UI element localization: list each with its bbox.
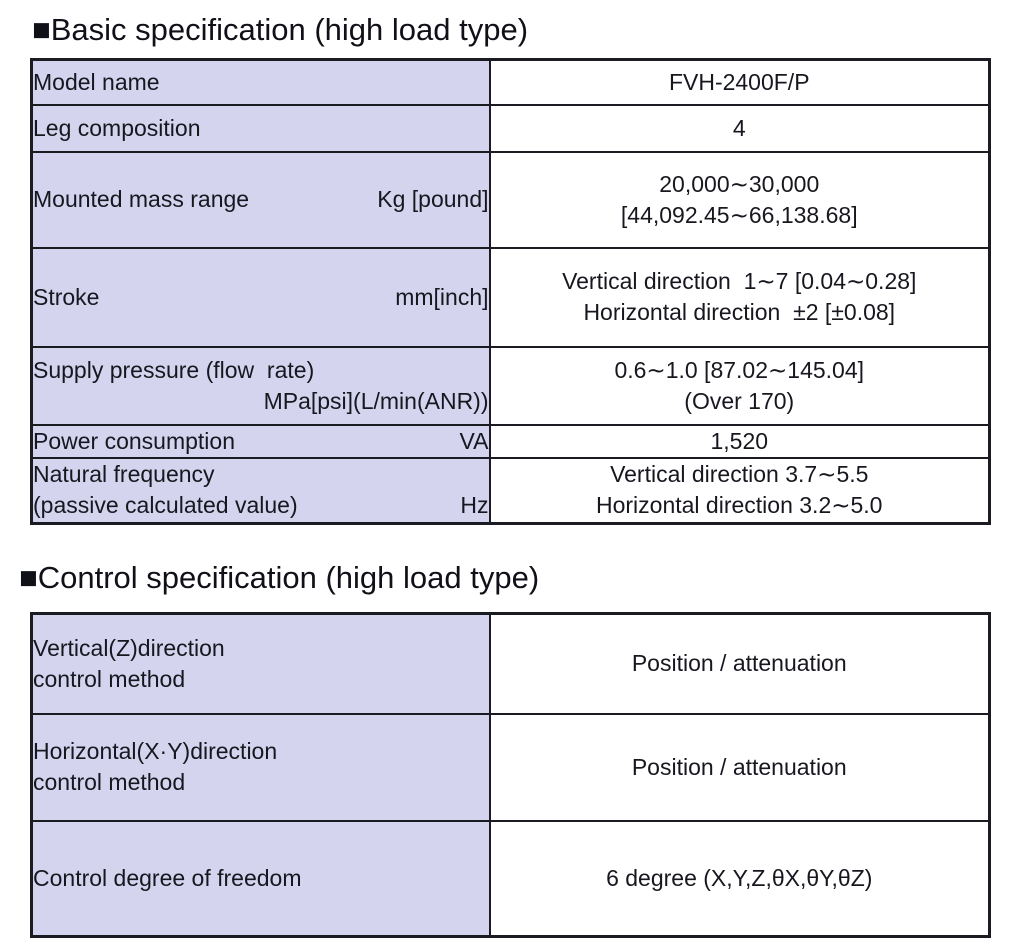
row-label-line2: control method bbox=[33, 769, 186, 795]
row-label: Model name bbox=[33, 68, 160, 95]
label-cell-power-consumption: Power consumption VA bbox=[30, 423, 491, 459]
row-value: 4 bbox=[732, 114, 746, 141]
label-cell-leg-composition: Leg composition bbox=[30, 103, 491, 153]
row-value: 1,520 bbox=[710, 427, 769, 454]
control-spec-table: Vertical(Z)direction control method Posi… bbox=[30, 612, 991, 938]
row-unit: VA bbox=[459, 427, 489, 454]
label-cell-stroke: Stroke mm[inch] bbox=[30, 246, 491, 348]
row-value-line1: Vertical direction 3.7∼5.5 bbox=[610, 461, 869, 488]
row-unit: mm[inch] bbox=[395, 283, 489, 310]
label-cell-mounted-mass-range: Mounted mass range Kg [pound] bbox=[30, 150, 491, 249]
row-label-line1: Horizontal(X·Y)direction bbox=[33, 738, 278, 764]
table-row: Stroke mm[inch] Vertical direction 1∼7 [… bbox=[30, 246, 991, 348]
row-value: 6 degree (X,Y,Z,θX,θY,θZ) bbox=[606, 864, 873, 891]
value-cell-horizontal-xy-control: Position / attenuation bbox=[488, 712, 991, 822]
label-cell-natural-frequency: Natural frequency (passive calculated va… bbox=[30, 456, 491, 525]
row-value: FVH-2400F/P bbox=[668, 68, 810, 95]
label-cell-control-degree-of-freedom: Control degree of freedom bbox=[30, 819, 491, 938]
row-unit: Kg [pound] bbox=[377, 186, 489, 212]
row-label-line1: Natural frequency bbox=[33, 461, 215, 488]
row-value: Position / attenuation bbox=[631, 650, 847, 677]
value-cell-natural-frequency: Vertical direction 3.7∼5.5 Horizontal di… bbox=[488, 456, 991, 525]
row-unit: MPa[psi](L/min(ANR)) bbox=[263, 387, 489, 414]
table-row: Natural frequency (passive calculated va… bbox=[30, 456, 991, 525]
table-row: Vertical(Z)direction control method Posi… bbox=[30, 612, 991, 715]
row-label-line1: Vertical(Z)direction bbox=[33, 634, 225, 661]
row-label: Power consumption bbox=[33, 427, 235, 454]
value-cell-supply-pressure: 0.6∼1.0 [87.02∼145.04] (Over 170) bbox=[488, 345, 991, 426]
table-row: Power consumption VA 1,520 bbox=[30, 423, 991, 459]
value-cell-power-consumption: 1,520 bbox=[488, 423, 991, 459]
row-value-line1: Vertical direction 1∼7 [0.04∼0.28] bbox=[562, 268, 917, 294]
row-value-line2: Horizontal direction 3.2∼5.0 bbox=[596, 492, 883, 519]
row-label-line2: control method bbox=[33, 665, 186, 692]
row-value-line2: (Over 170) bbox=[684, 387, 795, 414]
page: ■Basic specification (high load type) Mo… bbox=[0, 10, 1024, 938]
table-row: Model name FVH-2400F/P bbox=[30, 58, 991, 106]
label-cell-vertical-z-control: Vertical(Z)direction control method bbox=[30, 612, 491, 715]
value-cell-leg-composition: 4 bbox=[488, 103, 991, 153]
row-label-line2: (passive calculated value) bbox=[33, 492, 298, 519]
value-cell-control-degree-of-freedom: 6 degree (X,Y,Z,θX,θY,θZ) bbox=[488, 819, 991, 938]
label-cell-horizontal-xy-control: Horizontal(X·Y)direction control method bbox=[30, 712, 491, 822]
row-value-line2: [44,092.45∼66,138.68] bbox=[620, 201, 858, 228]
row-label: Mounted mass range bbox=[33, 186, 250, 212]
value-cell-vertical-z-control: Position / attenuation bbox=[488, 612, 991, 715]
row-label: Leg composition bbox=[33, 114, 201, 141]
basic-spec-table: Model name FVH-2400F/P Leg composition 4… bbox=[30, 58, 991, 525]
basic-spec-title: ■Basic specification (high load type) bbox=[32, 12, 529, 47]
row-label: Control degree of freedom bbox=[33, 864, 302, 891]
control-spec-title: ■Control specification (high load type) bbox=[19, 560, 540, 595]
value-cell-stroke: Vertical direction 1∼7 [0.04∼0.28] Horiz… bbox=[488, 246, 991, 348]
label-cell-model-name: Model name bbox=[30, 58, 491, 106]
row-value-line1: 20,000∼30,000 bbox=[659, 170, 820, 197]
table-row: Horizontal(X·Y)direction control method … bbox=[30, 712, 991, 822]
row-value-line2: Horizontal direction ±2 [±0.08] bbox=[583, 299, 896, 325]
row-value: Position / attenuation bbox=[631, 753, 847, 780]
table-row: Control degree of freedom 6 degree (X,Y,… bbox=[30, 819, 991, 938]
table-row: Leg composition 4 bbox=[30, 103, 991, 153]
row-unit: Hz bbox=[460, 492, 489, 519]
label-cell-supply-pressure: Supply pressure (flow rate) MPa[psi](L/m… bbox=[30, 345, 491, 426]
value-cell-model-name: FVH-2400F/P bbox=[488, 58, 991, 106]
row-label: Supply pressure (flow rate) bbox=[33, 356, 315, 383]
table-row: Mounted mass range Kg [pound] 20,000∼30,… bbox=[30, 150, 991, 249]
row-value-line1: 0.6∼1.0 [87.02∼145.04] bbox=[614, 356, 865, 383]
row-label: Stroke bbox=[33, 283, 100, 310]
table-row: Supply pressure (flow rate) MPa[psi](L/m… bbox=[30, 345, 991, 426]
value-cell-mounted-mass-range: 20,000∼30,000 [44,092.45∼66,138.68] bbox=[488, 150, 991, 249]
